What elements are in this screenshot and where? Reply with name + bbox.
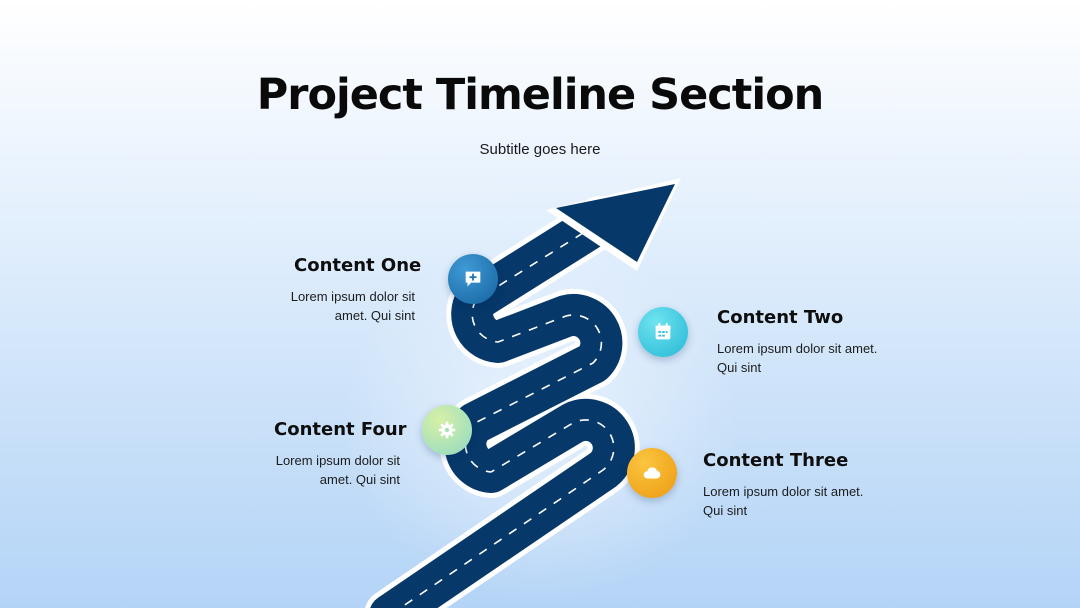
road-arrowhead [556,184,675,262]
milestone-one-text: Lorem ipsum dolor sit amet. Qui sint [255,287,415,325]
milestone-one-badge [448,254,498,304]
milestone-one-line1: Lorem ipsum dolor sit [290,289,415,304]
milestone-two-line2: Qui sint [717,360,762,375]
milestone-three-text: Lorem ipsum dolor sit amet. Qui sint [703,482,903,520]
milestone-four-line2: amet. Qui sint [319,472,400,487]
milestone-one-heading: Content One [294,255,422,276]
milestone-four-badge [422,405,472,455]
milestone-two-line1: Lorem ipsum dolor sit amet. [717,341,878,356]
milestone-two-badge [638,307,688,357]
milestone-four-line1: Lorem ipsum dolor sit [275,453,400,468]
road-path [364,196,640,608]
milestone-three-badge [627,448,677,498]
gear-icon [438,421,456,439]
milestone-four-text: Lorem ipsum dolor sit amet. Qui sint [240,451,400,489]
milestone-three-line2: Qui sint [703,503,748,518]
road-surface [370,201,635,608]
slide-subtitle: Subtitle goes here [479,141,601,158]
calendar-icon [655,322,671,340]
cloud-icon [643,467,661,479]
chat-plus-icon [465,271,481,287]
milestone-two-text: Lorem ipsum dolor sit amet. Qui sint [717,339,917,377]
milestone-three-line1: Lorem ipsum dolor sit amet. [703,484,864,499]
milestone-one-line2: amet. Qui sint [334,308,415,323]
milestone-two-heading: Content Two [717,307,844,328]
milestone-three-heading: Content Three [703,450,849,471]
milestone-four-heading: Content Four [274,419,407,440]
slide-title: Project Timeline Section [256,70,825,120]
